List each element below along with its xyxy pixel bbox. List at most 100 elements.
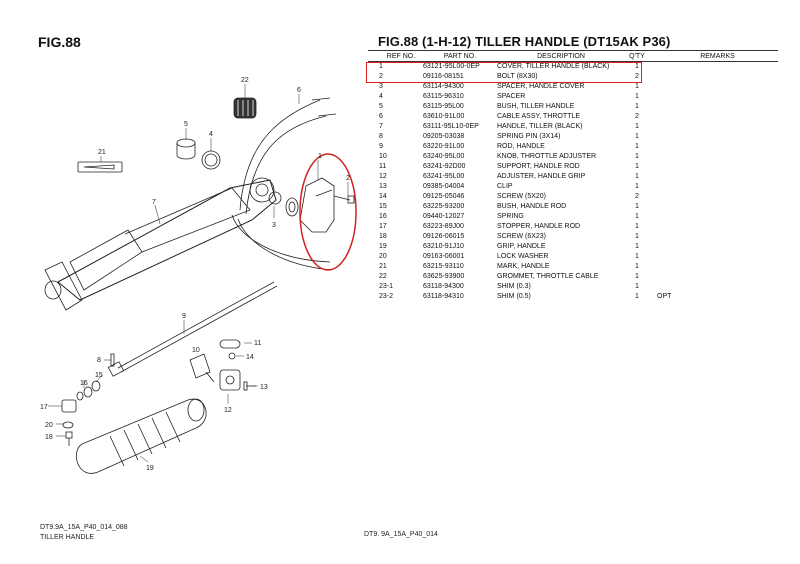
cell-description: SPACER, HANDLE COVER [497, 83, 585, 90]
cell-ref-no: 7 [379, 123, 383, 130]
part-small-parts [61, 380, 101, 446]
col-ref-no: REF NO. [368, 50, 423, 62]
leader-lines [48, 84, 349, 463]
cell-ref-no: 17 [379, 223, 387, 230]
cell-description: SCREW (5X20) [497, 193, 547, 200]
cell-ref-no: 14 [379, 193, 387, 200]
part-handle-rod [107, 281, 278, 377]
highlight-circle [299, 153, 357, 271]
cell-remarks [649, 72, 778, 82]
cell-qty: 2 [635, 73, 639, 80]
cell-part-no: 09126-06015 [423, 233, 465, 240]
cell-qty: 1 [635, 293, 639, 300]
cell-part-no: 63115-96310 [423, 93, 464, 100]
cell-part-no: 63114-94300 [423, 83, 464, 90]
cell-qty: 1 [635, 103, 639, 110]
cell-remarks [649, 182, 778, 192]
cell-ref-no: 12 [379, 173, 387, 180]
part-throttle-cables [231, 97, 337, 271]
cell-ref-no: 2 [379, 73, 383, 80]
cell-qty: 1 [635, 163, 639, 170]
cell-part-no: 63241-95L00 [423, 173, 465, 180]
callout-16: 16 [80, 380, 88, 387]
cell-description: CLIP [497, 183, 513, 190]
cell-remarks [649, 122, 778, 132]
cell-qty: 2 [635, 113, 639, 120]
cell-qty: 1 [635, 143, 639, 150]
cell-part-no: 09440-12027 [423, 213, 465, 220]
callout-5: 5 [184, 121, 188, 128]
cell-part-no: 63118-94310 [423, 293, 464, 300]
cell-description: COVER, TILLER HANDLE (BLACK) [497, 63, 610, 70]
cell-part-no: 63215-93110 [423, 263, 464, 270]
cell-description: STOPPER, HANDLE ROD [497, 223, 581, 230]
part-handle-mark [77, 161, 123, 173]
callout-6: 6 [297, 87, 301, 94]
callout-22: 22 [241, 77, 249, 84]
cell-remarks [649, 162, 778, 172]
callout-21: 21 [98, 149, 106, 156]
cell-remarks [649, 212, 778, 222]
parts-table: REF NO. PART NO. DESCRIPTION Q'TY REMARK… [368, 50, 778, 302]
col-qty: Q'TY [625, 50, 649, 62]
cell-description: BUSH, HANDLE ROD [497, 203, 567, 210]
cell-ref-no: 4 [379, 93, 383, 100]
cell-qty: 1 [635, 83, 639, 90]
cell-ref-no: 23-1 [379, 283, 394, 290]
cell-description: HANDLE, TILLER (BLACK) [497, 123, 583, 130]
cell-qty: 1 [635, 233, 639, 240]
cell-remarks [649, 252, 778, 262]
cell-ref-no: 8 [379, 133, 383, 140]
cell-remarks [649, 222, 778, 232]
cell-qty: 1 [635, 263, 639, 270]
cell-qty: 1 [635, 273, 639, 280]
cell-description: ADJUSTER, HANDLE GRIP [497, 173, 586, 180]
cell-description: MARK, HANDLE [497, 263, 550, 270]
cell-qty: 2 [635, 193, 639, 200]
callout-2: 2 [346, 175, 350, 182]
cell-qty: 1 [635, 153, 639, 160]
cell-description: KNOB, THROTTLE ADJUSTER [497, 153, 597, 160]
callout-13: 13 [260, 384, 268, 391]
part-throttle-knob [189, 353, 215, 383]
part-grip-adjuster [219, 369, 241, 391]
cell-part-no: 63225-93200 [423, 203, 465, 210]
cell-remarks [649, 192, 778, 202]
cell-qty: 1 [635, 183, 639, 190]
callout-14: 14 [246, 354, 254, 361]
col-part-no: PART NO. [423, 50, 497, 62]
cell-ref-no: 23-2 [379, 293, 394, 300]
cell-ref-no: 22 [379, 273, 387, 280]
cell-remarks: OPT [657, 293, 672, 300]
cell-qty: 1 [635, 283, 639, 290]
callout-18: 18 [45, 434, 53, 441]
cell-remarks [649, 142, 778, 152]
cell-remarks [649, 232, 778, 242]
cell-part-no: 63625-93900 [423, 273, 465, 280]
cell-description: GRIP, HANDLE [497, 243, 546, 250]
cell-part-no: 09116-08151 [423, 73, 464, 80]
cell-remarks [649, 242, 778, 252]
part-tiller-cover [299, 177, 335, 233]
cell-remarks [649, 282, 778, 292]
callout-7: 7 [152, 199, 156, 206]
cell-remarks [649, 172, 778, 182]
cell-qty: 1 [635, 243, 639, 250]
cell-ref-no: 5 [379, 103, 383, 110]
cell-description: BUSH, TILLER HANDLE [497, 103, 575, 110]
